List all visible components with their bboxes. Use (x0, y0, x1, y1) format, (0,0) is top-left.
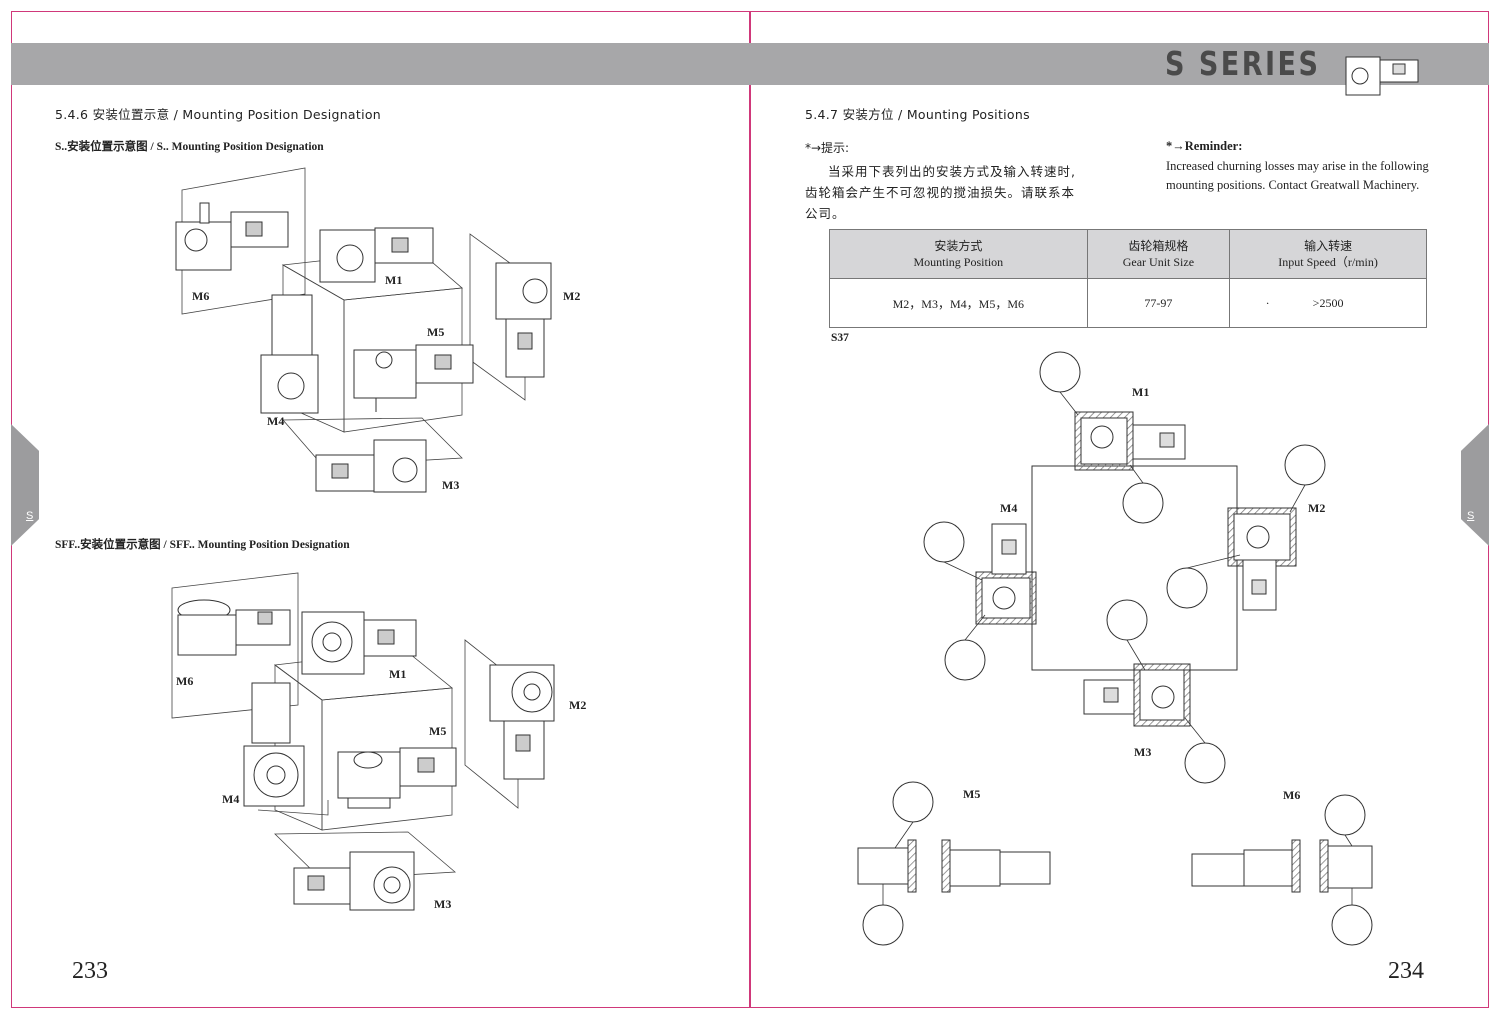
subtitle-s: S..安装位置示意图 / S.. Mounting Position Desig… (55, 141, 324, 153)
model-label: S37 (831, 332, 849, 344)
tip-cn-line-1: 当采用下表列出的安装方式及输入转速时, (828, 164, 1076, 179)
s-label-m5: M5 (427, 325, 445, 339)
right-tab-label: S (1467, 510, 1475, 522)
right-section-title: 5.4.7 安装方位 / Mounting Positions (805, 107, 1030, 122)
header-band (11, 43, 1489, 85)
header-mounting-position: 安装方式 Mounting Position (829, 229, 1088, 279)
s37-label-m6: M6 (1283, 788, 1301, 802)
s37-label-m4: M4 (1000, 501, 1018, 515)
header-gear-unit-size: 齿轮箱规格 Gear Unit Size (1086, 229, 1231, 279)
sff-label-m2: M2 (569, 698, 587, 712)
left-tab-label: S (26, 510, 34, 522)
stray-dot: . (1266, 293, 1270, 307)
tip-en-line-2: mounting positions. Contact Greatwall Ma… (1166, 178, 1420, 192)
s-label-m1: M1 (385, 273, 403, 287)
cell-mounting-positions: M2，M3，M4，M5，M6 (829, 278, 1088, 328)
table-row: M2，M3，M4，M5，M6 77-97 . >2500 (829, 278, 1427, 328)
sff-label-m1: M1 (389, 667, 407, 681)
sff-label-m5: M5 (429, 724, 447, 738)
sff-label-m3: M3 (434, 897, 452, 911)
left-section-title: 5.4.6 安装位置示意 / Mounting Position Designa… (55, 107, 382, 122)
cell-gear-unit-size: 77-97 (1086, 278, 1231, 328)
tip-cn-line-2: 齿轮箱会产生不可忽视的搅油损失。请联系本 (805, 185, 1076, 200)
left-page-frame (11, 11, 750, 1008)
s-label-m2: M2 (563, 289, 581, 303)
tip-cn-heading: *→提示: (805, 141, 850, 155)
tip-cn-line-3: 公司。 (805, 206, 846, 221)
tip-en-heading: *→Reminder: (1166, 139, 1243, 153)
s37-label-m2: M2 (1308, 501, 1326, 515)
left-page-number: 233 (72, 958, 108, 984)
cell-input-speed: . >2500 (1229, 278, 1427, 328)
subtitle-sff: SFF..安装位置示意图 / SFF.. Mounting Position D… (55, 539, 350, 551)
sff-label-m6: M6 (176, 674, 194, 688)
table-header-row: 安装方式 Mounting Position 齿轮箱规格 Gear Unit S… (829, 229, 1427, 279)
sff-label-m4: M4 (222, 792, 240, 806)
s37-label-m1: M1 (1132, 385, 1150, 399)
series-title: S SERIES (1165, 44, 1321, 83)
speed-table: 安装方式 Mounting Position 齿轮箱规格 Gear Unit S… (829, 229, 1427, 328)
s-label-m3: M3 (442, 478, 460, 492)
header-input-speed: 输入转速 Input Speed（r/min) (1229, 229, 1427, 279)
s37-label-m5: M5 (963, 787, 981, 801)
right-page-number: 234 (1388, 958, 1424, 984)
s37-label-m3: M3 (1134, 745, 1152, 759)
s-label-m6: M6 (192, 289, 210, 303)
tip-en-line-1: Increased churning losses may arise in t… (1166, 159, 1429, 173)
s-label-m4: M4 (267, 414, 285, 428)
